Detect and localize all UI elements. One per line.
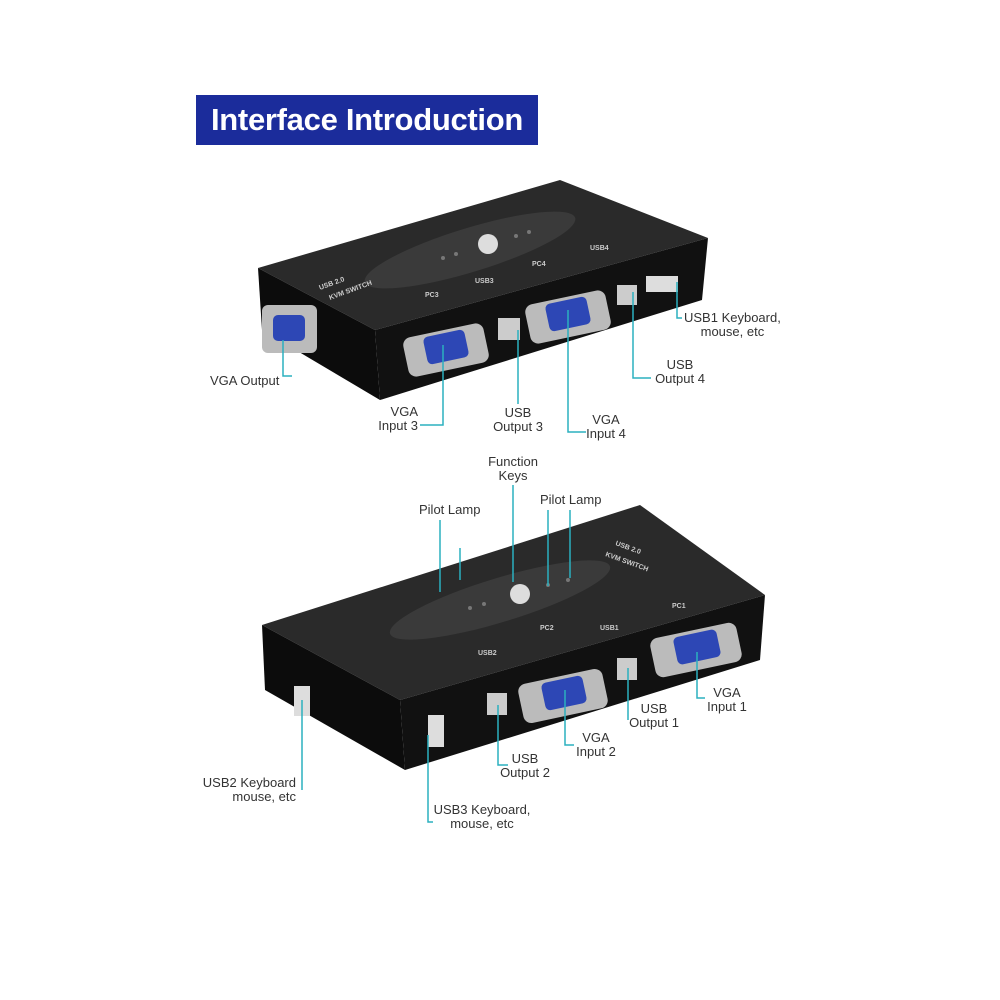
- usb-b-port-4: [617, 285, 637, 305]
- svg-text:USB3: USB3: [475, 278, 494, 285]
- label-pilot-lamp-right: Pilot Lamp: [540, 492, 602, 507]
- svg-text:USB2: USB2: [478, 650, 497, 657]
- kvm-switch-top: USB 2.0 KVM SWITCH PC3 USB3 PC4 USB4: [258, 180, 708, 400]
- svg-text:USB1: USB1: [600, 625, 619, 632]
- label-pilot-lamp-left: Pilot Lamp: [419, 502, 481, 517]
- function-key-button: [478, 234, 498, 254]
- svg-text:PC1: PC1: [672, 603, 686, 610]
- svg-text:PC3: PC3: [425, 292, 439, 299]
- svg-text:USB4: USB4: [590, 245, 609, 252]
- vga-port-3: [403, 323, 489, 377]
- title-banner: Interface Introduction: [196, 95, 538, 145]
- label-vga-output: VGA Output: [210, 373, 280, 388]
- vga-port-1: [650, 622, 742, 678]
- kvm-switch-bottom: USB 2.0 KVM SWITCH PC1 USB1 PC2 USB2: [262, 505, 765, 770]
- usb-a-port-3: [428, 715, 444, 747]
- function-key-button: [510, 584, 530, 604]
- usb-a-port-1: [646, 276, 678, 292]
- usb-b-port-2: [487, 693, 507, 715]
- leader-lines: [282, 282, 705, 823]
- svg-text:PC2: PC2: [540, 625, 554, 632]
- vga-port-output: [262, 305, 317, 353]
- vga-port-2: [518, 668, 608, 724]
- label-usb1-keyboard: USB1 Keyboard,mouse, etc: [684, 310, 781, 339]
- usb-b-port-1: [617, 658, 637, 680]
- svg-text:PC4: PC4: [532, 261, 546, 268]
- label-usb3-keyboard: USB3 Keyboard,mouse, etc: [433, 802, 531, 831]
- usb-b-port-3: [498, 318, 520, 340]
